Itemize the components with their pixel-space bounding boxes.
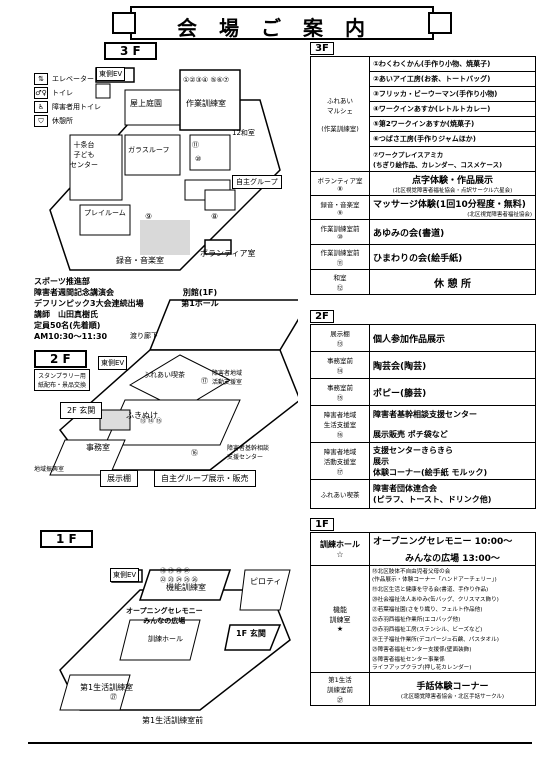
table-row: 障害者地域 生活支援室 ⑯ 障害者基幹相談支援センター 展示販売 ポチ袋など (310, 405, 536, 443)
support-center-2f: 障害者地域 活動支援室 (212, 370, 243, 386)
room-8: ⑧ (211, 212, 219, 221)
market-label: ふれあい マルシェ (作業訓練室) (310, 56, 370, 172)
pilotis: ピロティ (250, 577, 282, 586)
table-2f: 展示棚 ⑬ 個人参加作品展示 事務室前 ⑭ 陶芸会(陶芸) 事務室前 ⑮ ポピー… (310, 324, 536, 509)
corridor-label: 渡り廊下 (130, 332, 158, 340)
list-item: ㉖障害者福祉センター事業係 ライフアップクラブ(押し花カレンダー) (372, 657, 472, 671)
annex-label: 別館(1F) 第1ホール (181, 288, 219, 308)
children-center: 十条台 子ども センター (70, 141, 98, 169)
room-9: ⑨ (145, 212, 153, 221)
market-items: ①わくわくかん(手作り小物、焼菓子) ②あいアイ工房(お茶、トートバッグ) ③フ… (369, 56, 536, 172)
regional-room: 地域振興室 (34, 466, 65, 473)
elevator-icon: ⇅ (34, 73, 48, 85)
list-item: ⑤第2ワークインあすか(焼菓子) (370, 117, 535, 132)
section-head-2f: 2F (310, 310, 334, 323)
list-item: ⑲北区生活と健康を守る会(書道、手作り作品) (372, 587, 489, 593)
bottom-divider (28, 742, 532, 744)
office-2f: 事務室 (86, 443, 110, 452)
functional-room-1f: 機能訓練室 (166, 583, 206, 592)
table-row: 障害者地域 活動支援室 ⑰ 支援センターきらきら 展示 体験コーナー(絵手紙 モ… (310, 442, 536, 480)
list-item: ①わくわくかん(手作り小物、焼菓子) (370, 57, 535, 72)
table-row: 和室 ⑫ 休 憩 所 (310, 269, 536, 295)
legend-elevator: ⇅エレベーター (34, 72, 101, 86)
table-3f: ふれあい マルシェ (作業訓練室) ①わくわくかん(手作り小物、焼菓子) ②あい… (310, 56, 536, 295)
list-item: ④ワークインあすか(レトルトカレー) (370, 102, 535, 117)
rest-icon: ⛉ (34, 115, 48, 127)
table-row: 録音・音楽室 ⑨ マッサージ体験(1回10分程度・無料)(北区視覚障害者福祉協会… (310, 195, 536, 220)
room-17-2f: ⑰ (201, 377, 208, 385)
list-item: ㉓赤羽西福祉工房(ステンシル、ビーズなど) (372, 627, 483, 633)
list-item: ㉒赤羽西福祉作業所(エコバッグ他) (372, 617, 461, 623)
daily-life-front: 第1生活訓練室前 (142, 716, 204, 725)
workroom-label: 作業訓練室 (186, 99, 226, 108)
list-item: ㉕障害者福祉センター支援係(壁面装飾) (372, 647, 472, 653)
table-row: 事務室前 ⑮ ポピー(籐芸) (310, 378, 536, 406)
list-item: ⑳社会福祉法人あゆみ(缶バッグ、クリスマス飾り) (372, 597, 499, 603)
entrance-1f: 1F 玄関 (236, 629, 266, 638)
list-item: ③フリッカ・ビーウーマン(手作り小物) (370, 87, 535, 102)
floor-tag-3f: 3 F (104, 42, 157, 60)
east-ev-3f: 東側EV (96, 67, 126, 81)
floor-map-1f (59, 569, 291, 711)
room-12: 12和室 (232, 129, 255, 137)
self-group-sale-box: 自主グループ展示・販売 (154, 470, 256, 487)
floor-map-2f (49, 299, 298, 476)
entrance-2f: 2F 玄関 (60, 402, 103, 419)
title-banner: 会場ご案内 (112, 6, 452, 40)
fukinuke: ふきぬけ (126, 411, 158, 420)
table-row: ふれあい マルシェ (作業訓練室) ①わくわくかん(手作り小物、焼菓子) ②あい… (310, 56, 536, 172)
table-row: 事務室前 ⑭ 陶芸会(陶芸) (310, 351, 536, 379)
east-ev-1f: 東側EV (110, 568, 140, 582)
room-16-2f: ⑯ (191, 449, 198, 457)
fureai-cafe: ふれあい喫茶 (143, 371, 185, 379)
table-row: 作業訓練室前 ⑪ ひまわりの会(絵手紙) (310, 244, 536, 270)
exhibit-shelf-box: 展示棚 (100, 470, 138, 487)
floor-tag-2f: 2 F (34, 350, 87, 368)
room-11: ⑪ (192, 141, 199, 149)
table-row: 第1生活 訓練室前 ㉗ 手話体験コーナー(北区聴覚障害者協会・北区手話サークル) (310, 672, 536, 706)
workroom-nums: ①②③④ ⑤⑥⑦ (183, 76, 230, 84)
daily-life-room: 第1生活訓練室 (80, 683, 134, 692)
list-item: ⑥つばさ工房(手作りジャムほか) (370, 132, 535, 147)
support-counter-2f: 障害者基幹相談 支援センター (227, 445, 270, 461)
table-row: 機能 訓練室 ★ ⑱北区肢体不自由児者父母の会 (作品展示・体験コーナー「ハンド… (310, 565, 536, 673)
nums-1f: ⑱ ⑲ ⑳ ㉑ ㉒ ㉓ ㉔ ㉕ ㉖ (160, 568, 198, 584)
training-hall-1f: 訓練ホール (148, 635, 183, 643)
glass-roof: ガラスルーフ (128, 146, 170, 154)
table-row: 展示棚 ⑬ 個人参加作品展示 (310, 324, 536, 352)
east-ev-2f: 東側EV (98, 356, 128, 370)
nums-2f: ⑬ ⑭ ⑮ (140, 418, 162, 425)
stamp-rally-box: スタンプラリー用 紙配布・景品交換 (34, 369, 91, 391)
list-item: ㉔王子福祉作業所(デコパージュ石鹸、パスタオル) (372, 637, 499, 643)
legend-rest: ⛉休憩所 (34, 114, 101, 128)
room-27-1f: ㉗ (110, 693, 117, 701)
playroom: プレイルーム (84, 209, 126, 217)
list-item: ②あいアイ工房(お茶、トートバッグ) (370, 72, 535, 87)
table-row: ボランティア室 ⑧ 点字体験・作品展示(北区視覚障害者福祉協会・点訳サークル六星… (310, 171, 536, 196)
table-1f: 訓練ホール ☆ オープニングセレモニー 10:00～みんなの広場 13:00～ … (310, 532, 536, 706)
list-item: ⑦ワークプレイスアミカ (ちぎり絵作品、カレンダー、コスメケース) (373, 151, 503, 169)
floor-tag-1f: 1 F (40, 530, 93, 548)
table-row: ふれあい喫茶 障害者団体連合会 (ピラフ、トースト、ドリンク他) (310, 479, 536, 509)
recording-room: 録音・音楽室 (116, 256, 164, 265)
map-legend: ⇅エレベーター ♂♀トイレ ♿障害者用トイレ ⛉休憩所 (34, 72, 101, 128)
table-row: 訓練ホール ☆ オープニングセレモニー 10:00～みんなの広場 13:00～ (310, 532, 536, 566)
self-group-3f: 自主グループ (232, 175, 282, 189)
rooftop-garden: 屋上庭園 (130, 99, 162, 108)
floor-map-3f (49, 67, 281, 271)
event-note: スポーツ推進部 障害者週間記念講演会 デフリンピック3大会連続出場 講師 山田真… (34, 277, 144, 341)
room-10: ⑩ (195, 155, 202, 163)
wheelchair-icon: ♿ (34, 101, 48, 113)
legend-toilet: ♂♀トイレ (34, 87, 73, 99)
list-item: ⑱北区肢体不自由児者父母の会 (作品展示・体験コーナー「ハンドアーチェリー」) (372, 569, 497, 583)
toilet-icon: ♂♀ (34, 87, 48, 99)
section-head-3f: 3F (310, 42, 334, 55)
legend-accessible-toilet: ♿障害者用トイレ (34, 100, 101, 114)
table-row: 作業訓練室前 ⑩ あゆみの会(書道) (310, 219, 536, 245)
list-item: ㉑若葉福祉園(さをり織り、フェルト作品他) (372, 607, 483, 613)
volunteer-room: ボランティア室 (200, 249, 256, 258)
section-head-1f: 1F (310, 518, 334, 531)
opening-label-1f: オープニングセレモニー みんなの広場 (126, 607, 203, 625)
page-title: 会場ご案内 (177, 16, 387, 40)
